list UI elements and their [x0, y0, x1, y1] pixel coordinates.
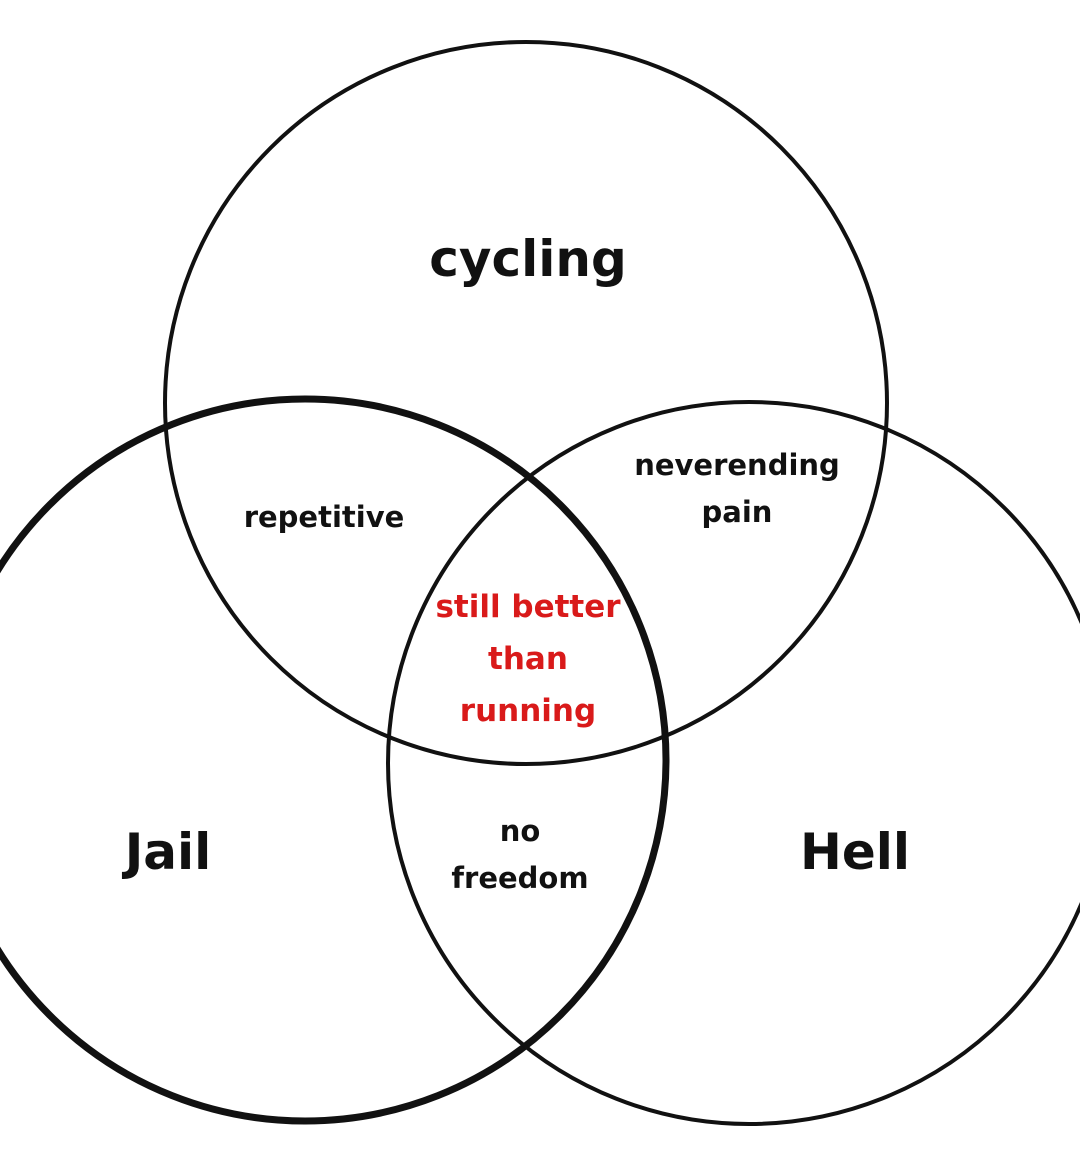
jail-circle — [0, 395, 670, 1125]
region-label-cycling-hell-line-2: pain — [701, 495, 773, 529]
set-label-jail-text: Jail — [124, 823, 212, 881]
set-label-hell: Hell — [770, 826, 940, 878]
center-label: still better than running — [408, 581, 648, 737]
center-label-line-1: still better — [435, 589, 621, 625]
region-label-cycling-jail: repetitive — [214, 494, 434, 541]
center-label-line-2: than — [488, 641, 568, 677]
region-label-jail-hell-line-2: freedom — [451, 861, 589, 895]
set-label-cycling-text: cycling — [429, 230, 627, 288]
region-label-cycling-hell: neverending pain — [607, 442, 867, 536]
set-label-jail: Jail — [88, 826, 248, 878]
center-label-line-3: running — [459, 693, 597, 729]
hell-circle — [386, 400, 1080, 1126]
region-label-cycling-jail-text: repetitive — [243, 500, 405, 534]
region-label-cycling-hell-line-1: neverending — [634, 448, 840, 482]
set-label-cycling: cycling — [400, 233, 656, 285]
cycling-circle — [163, 40, 889, 766]
region-label-jail-hell-line-1: no — [499, 814, 541, 848]
set-label-hell-text: Hell — [799, 823, 911, 881]
region-label-jail-hell: no freedom — [420, 808, 620, 902]
